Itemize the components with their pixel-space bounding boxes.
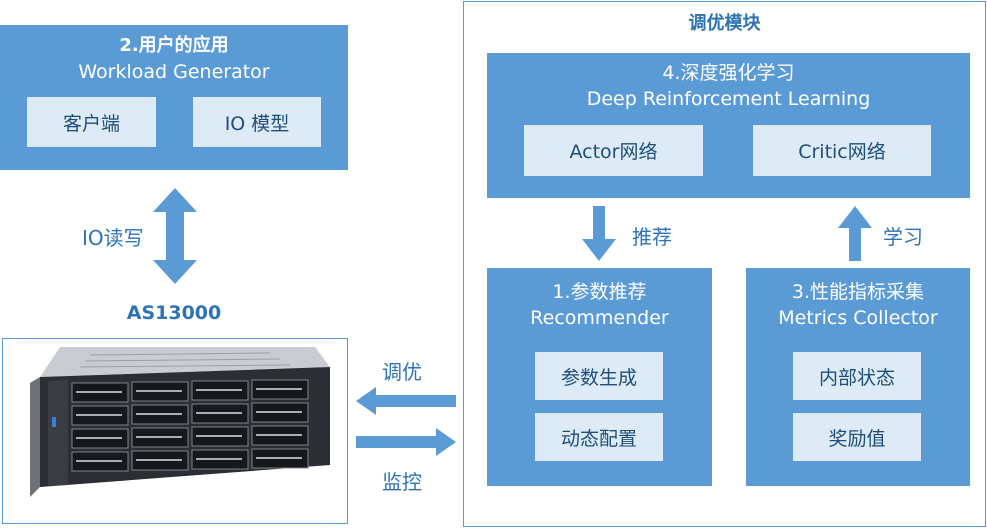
metrics-title-cn: 3.性能指标采集	[791, 281, 925, 303]
up-arrow-icon	[838, 206, 872, 261]
recommend-label: 推荐	[632, 225, 672, 249]
left-arrow-icon	[356, 387, 456, 415]
workload-item-io-model: IO 模型	[193, 97, 321, 147]
down-arrow-icon	[582, 206, 616, 261]
recommender-title-cn: 1.参数推荐	[552, 281, 647, 303]
drl-title-en: Deep Reinforcement Learning	[586, 88, 871, 110]
server-frame	[2, 338, 348, 524]
workload-title-cn: 2.用户的应用	[119, 35, 229, 56]
recommender-item-dynamic-config: 动态配置	[535, 413, 663, 461]
metrics-item-internal-state: 内部状态	[793, 352, 921, 400]
io-double-arrow-icon	[153, 188, 197, 284]
drl-item-critic: Critic网络	[753, 125, 931, 176]
server-title: AS13000	[126, 302, 222, 324]
tune-arrow-label: 调优	[382, 360, 422, 384]
metrics-title-en: Metrics Collector	[778, 307, 938, 329]
metrics-item-reward: 奖励值	[793, 413, 921, 461]
monitor-arrow-label: 监控	[382, 470, 422, 494]
drl-item-actor: Actor网络	[524, 125, 703, 176]
workload-title-en: Workload Generator	[78, 61, 270, 83]
io-arrow-label: IO读写	[82, 226, 144, 250]
server-image	[30, 347, 330, 497]
tuning-module-title: 调优模块	[688, 13, 761, 34]
recommender-title-en: Recommender	[530, 307, 669, 329]
drl-title-cn: 4.深度强化学习	[662, 62, 795, 84]
learn-label: 学习	[883, 225, 923, 249]
tuning-module-frame	[463, 1, 986, 527]
right-arrow-icon	[356, 428, 456, 456]
recommender-item-param-gen: 参数生成	[535, 352, 663, 400]
workload-item-client: 客户端	[27, 97, 156, 147]
